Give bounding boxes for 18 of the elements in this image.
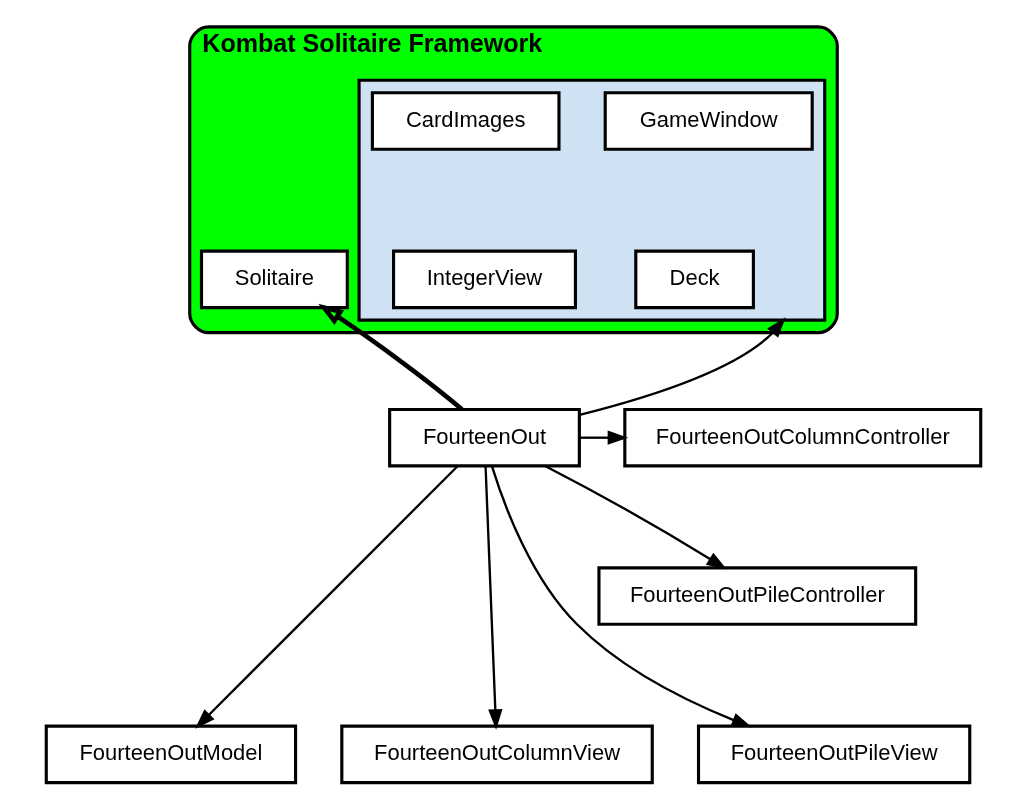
arrow <box>483 465 502 730</box>
cluster <box>357 78 826 322</box>
node-box: Deck <box>633 249 755 310</box>
node-box: FourteenOut <box>387 407 581 468</box>
node-box: FourteenOutPileView <box>696 724 971 785</box>
arrow <box>578 317 786 417</box>
arrow <box>490 466 752 728</box>
node-box: FourteenOutColumnController <box>622 407 982 468</box>
node-box: Solitaire <box>199 249 349 310</box>
node-box: FourteenOutPileController <box>596 566 917 626</box>
node-box: FourteenOutColumnView <box>339 724 654 785</box>
arrow <box>579 430 628 445</box>
node-box: GameWindow <box>603 91 814 151</box>
node-box: IntegerView <box>391 249 577 310</box>
node-box: FourteenOutModel <box>44 724 297 785</box>
arrow <box>544 464 727 570</box>
arrow <box>194 465 459 729</box>
node-box: CardImages <box>370 91 561 151</box>
